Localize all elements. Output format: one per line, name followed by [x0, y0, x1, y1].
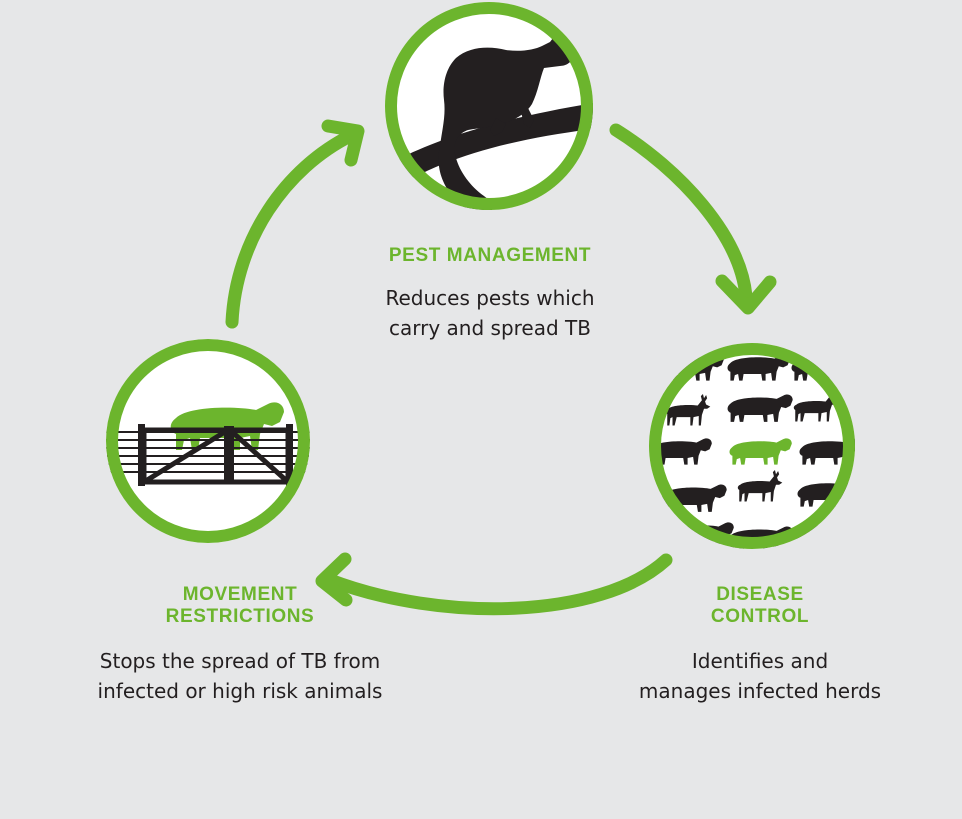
disease-heading-line-2: CONTROL — [710, 606, 810, 627]
possum-on-branch-icon — [385, 2, 593, 210]
movement-desc-line-1: Stops the spread of TB from — [99, 649, 381, 673]
pest-to-disease-arrow — [609, 123, 777, 315]
disease-to-movement-arrow — [315, 552, 673, 616]
disease-desc-line-1: Identifies and — [691, 649, 829, 673]
cow-behind-gate-icon — [106, 339, 310, 543]
movement-restrictions-description: Stops the spread of TB from infected or … — [40, 646, 440, 706]
herd-of-cattle-and-deer-icon — [649, 343, 855, 549]
disease-control-description: Identifies and manages infected herds — [600, 646, 920, 706]
movement-heading-line-1: MOVEMENT — [182, 584, 298, 605]
pest-desc-line-1: Reduces pests which — [385, 286, 595, 310]
movement-to-pest-arrow — [225, 119, 365, 329]
pest-heading-text: PEST MANAGEMENT — [388, 245, 592, 266]
disease-control-heading: DISEASE CONTROL — [640, 584, 880, 628]
movement-desc-line-2: infected or high risk animals — [97, 679, 383, 703]
disease-desc-line-2: manages infected herds — [638, 679, 882, 703]
pest-management-heading: PEST MANAGEMENT — [330, 245, 650, 267]
movement-heading-line-2: RESTRICTIONS — [165, 606, 315, 627]
disease-heading-line-1: DISEASE — [716, 584, 804, 605]
pest-management-description: Reduces pests which carry and spread TB — [330, 283, 650, 343]
pest-desc-line-2: carry and spread TB — [389, 316, 591, 340]
movement-restrictions-heading: MOVEMENT RESTRICTIONS — [110, 584, 370, 628]
